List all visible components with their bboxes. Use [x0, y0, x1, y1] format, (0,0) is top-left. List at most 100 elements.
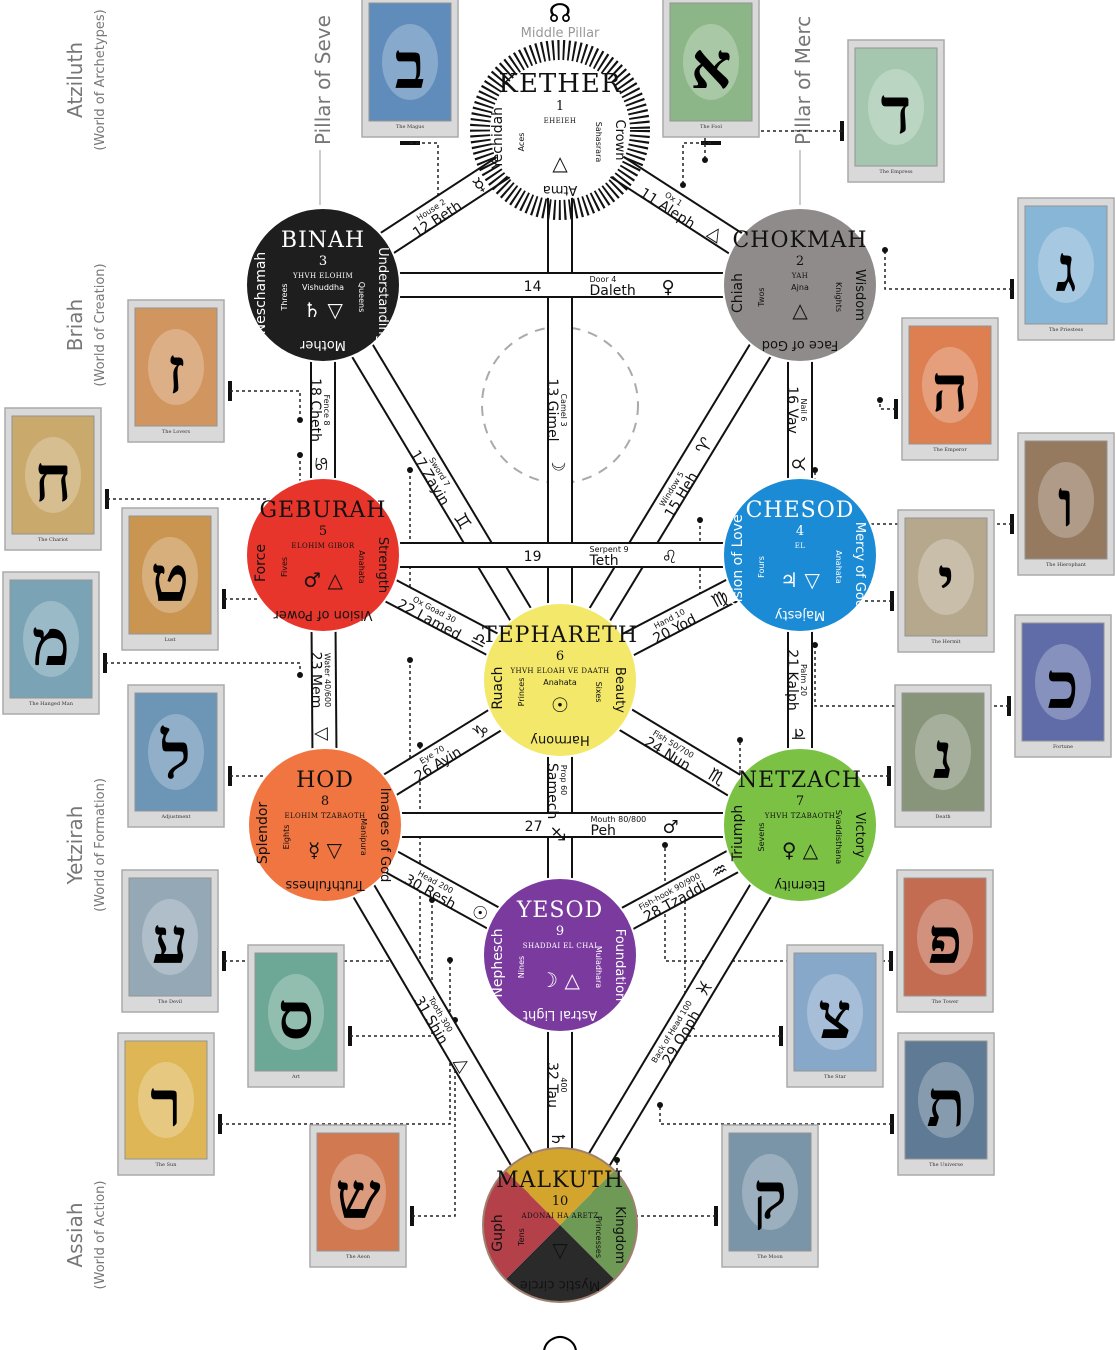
world-atziluth: Atziluth: [63, 42, 87, 118]
card-art-figure: [918, 1062, 974, 1138]
world-briah: Briah: [63, 299, 87, 351]
card-art-figure: [148, 329, 204, 405]
hebrew-letter: ו: [1058, 467, 1074, 542]
sephirah-left-label: Force: [253, 544, 269, 582]
sephirah-attribute: Sahasrara: [594, 122, 603, 163]
path-symbol-icon: ♐: [547, 826, 568, 842]
sephirah-right-label: Crown: [612, 120, 627, 161]
card-art: [124, 1040, 208, 1160]
card-connector-line: [814, 645, 1009, 707]
card-art: [128, 515, 212, 635]
sephirah-attribute: Svaddisthana: [834, 810, 843, 864]
card-art: [793, 952, 877, 1072]
card-art: [11, 415, 95, 535]
hebrew-letter: כ: [1047, 649, 1078, 724]
card-title: The Priestess: [1049, 327, 1084, 333]
pillar-of-severity: Pillar of Seve: [311, 15, 335, 145]
connector-dot: [297, 452, 303, 458]
tarot-card-gimel[interactable]: ג The Priestess: [1017, 197, 1115, 341]
sephirah-attribute: Eights: [282, 825, 291, 850]
hebrew-letter: י: [938, 544, 955, 619]
card-art-figure: [25, 437, 81, 513]
path-number: 14: [524, 279, 542, 295]
sephirah-god-name: SHADDAI EL CHAI: [523, 942, 598, 950]
sephirah-attribute: Vishuddha: [302, 283, 344, 292]
sephirah-symbol-icon: ♂ △: [303, 568, 343, 592]
card-title: The Aeon: [346, 1254, 371, 1260]
connector-dot: [680, 182, 686, 188]
hebrew-letter: ג: [1055, 232, 1076, 307]
sephirah-symbol-icon: ♀ △: [782, 838, 819, 862]
sephirah-disc: [245, 207, 401, 363]
path-symbol-icon: ♉: [787, 456, 808, 472]
sephirah-bottom-label: Mother: [299, 337, 346, 352]
world-yetzirah-sub: (World of Formation): [93, 778, 108, 912]
world-briah-sub: (World of Creation): [93, 263, 108, 386]
sephirah-god-name: YAH: [791, 272, 808, 280]
path-name: 21 Kalph: [784, 649, 800, 710]
sephirah-disc: [722, 207, 878, 363]
connector-dot: [702, 157, 708, 163]
path-sub: Mouth 80/800: [591, 815, 647, 824]
sephirah-bottom-label: Harmony: [530, 732, 590, 747]
card-title: The Sun: [156, 1162, 178, 1168]
card-connector-line: [105, 662, 301, 675]
path-label-13: Camel 313 Gimel☽: [544, 378, 568, 472]
sephirah-bottom-label: Atma: [543, 182, 577, 197]
connector-dot: [812, 642, 818, 648]
card-art: [254, 952, 338, 1072]
card-art-figure: [148, 714, 204, 790]
card-art-figure: [915, 714, 971, 790]
sephirah-right-label: Understanding: [375, 247, 390, 343]
sephirah-attribute: Aces: [517, 133, 526, 152]
sephirah-symbol-icon: △: [792, 298, 808, 322]
hebrew-letter: ז: [167, 334, 185, 409]
sephirah-right-label: Kingdom: [612, 1206, 627, 1264]
tarot-card-vav[interactable]: ו The Hierophant: [1017, 432, 1115, 576]
connector-dot: [697, 517, 703, 523]
hebrew-letter: ל: [160, 719, 191, 794]
card-art: [904, 1040, 988, 1160]
sephirah-number: 6: [556, 649, 564, 664]
sephirah-god-name: YHVH ELOAH VE DAATH: [509, 667, 609, 675]
sephirah-name: HOD: [296, 768, 354, 793]
sephirah-attribute: Sevens: [757, 823, 766, 852]
sephirah-symbol-icon: △: [552, 151, 568, 175]
connector-dot: [447, 957, 453, 963]
card-title: The Hierophant: [1046, 562, 1086, 568]
connector-dot: [407, 657, 413, 663]
card-art-figure: [1038, 227, 1094, 303]
sephirah-name: NETZACH: [738, 768, 862, 793]
path-name: 13 Gimel: [544, 378, 560, 441]
